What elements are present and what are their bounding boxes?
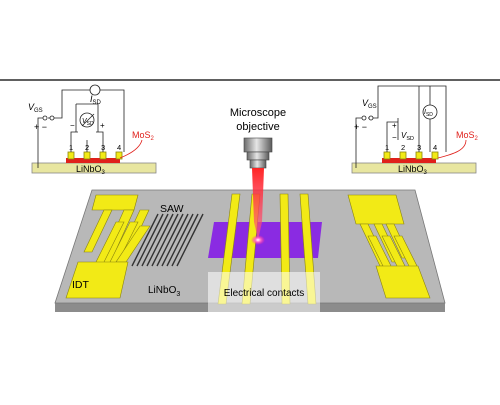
objective-upper-barrel: [243, 137, 273, 153]
right-gate-terminal-a: [361, 115, 367, 121]
saw-line: [156, 213, 184, 267]
saw-line: [166, 213, 194, 267]
objective-middle-barrel: [246, 151, 270, 161]
left-pin-2-label: 2: [85, 143, 89, 152]
saw-line: [176, 213, 204, 267]
left-pin-4-pad: [115, 151, 123, 160]
left-isd-loop: [54, 89, 125, 152]
saw-wavefronts: [131, 213, 204, 267]
left-vsd-meter: [79, 112, 95, 128]
left-pin-4-label: 4: [117, 143, 121, 152]
right-pin-4-pad: [431, 151, 439, 160]
left-vsd-minus: −: [70, 121, 75, 130]
right-gate-terminal-b: [368, 115, 374, 121]
right-pin-3-pad: [415, 151, 423, 160]
saw-line: [136, 213, 164, 267]
saw-label: SAW: [160, 203, 184, 215]
substrate-label: LiNbO3: [148, 285, 180, 298]
right-chip-mos2-flake: [382, 158, 436, 163]
left-mos2-pointer: [119, 139, 143, 159]
right-pin-2-label: 2: [401, 143, 405, 152]
left-vgs-polarity: + −: [34, 122, 47, 132]
left-vsd-plus: +: [100, 121, 105, 130]
left-idt: [65, 194, 151, 299]
idt-right-bottom-pad: [375, 265, 431, 299]
idt-right-top-bus: [347, 194, 405, 225]
electrical-contacts-label: Electrical contacts: [224, 288, 305, 299]
saw-line: [146, 213, 174, 267]
laser-beam: [252, 168, 264, 240]
right-vsd-label: VSD: [401, 131, 414, 142]
left-vgs-label: VGS: [28, 102, 43, 114]
microscope-label-line1: Microscope: [230, 107, 286, 119]
left-circuit-labels: VGS + − ISD − VSD + 1 2 3 4 MoS2 LiNbO3: [28, 94, 155, 176]
right-pin-2-pad: [399, 151, 407, 160]
right-idt: [347, 194, 431, 299]
idt-left-top-bus: [91, 194, 139, 211]
left-chip-mos2-flake: [66, 158, 120, 163]
left-gate-terminal-a: [42, 115, 48, 121]
right-mos2-pointer: [437, 139, 467, 159]
idt-left-bottom-pad: [65, 261, 129, 299]
right-pin-4-label: 4: [433, 143, 437, 152]
right-pin1-wire: [386, 121, 398, 152]
left-vsd-label: VSD: [82, 118, 94, 127]
right-pin-1-pad: [383, 151, 391, 160]
idt-left-finger: [83, 209, 113, 253]
left-isd-ammeter: [89, 84, 101, 96]
objective-lens-tip: [249, 159, 267, 169]
right-circuit-inset: [351, 85, 477, 174]
left-pin-1-label: 1: [69, 143, 73, 152]
left-mos2-label: MoS2: [132, 130, 155, 142]
right-circuit-labels: VGS + − ISD + − VSD 1 2 3 4 MoS2 LiNbO3: [354, 98, 479, 176]
saw-line: [151, 213, 179, 267]
left-gate-terminal-b: [49, 115, 55, 121]
contacts-label-backdrop: [208, 272, 320, 312]
left-pin-3-pad: [99, 151, 107, 160]
left-pin-3-label: 3: [101, 143, 105, 152]
left-gate-wire: [37, 117, 44, 168]
idt-label: IDT: [72, 279, 90, 291]
laser-spot: [251, 235, 265, 245]
microscope-label-line2: objective: [236, 121, 279, 133]
left-circuit-inset: [31, 84, 157, 174]
left-isd-label: ISD: [90, 94, 102, 106]
right-pin-1-label: 1: [385, 143, 389, 152]
right-pin-3-label: 3: [417, 143, 421, 152]
right-mos2-label: MoS2: [456, 130, 479, 142]
saw-line: [171, 213, 199, 267]
right-vgs-polarity: + −: [354, 122, 367, 132]
right-vgs-label: VGS: [362, 98, 377, 110]
left-vsd-meter-arrow: [81, 113, 95, 127]
microscope-objective: [243, 137, 273, 245]
saw-line: [161, 213, 189, 267]
right-vsd-plus: +: [392, 121, 397, 130]
saw-line: [141, 213, 169, 267]
left-pin-2-pad: [83, 151, 91, 160]
right-isd-loop: [374, 85, 447, 152]
right-gate-wire: [355, 117, 362, 168]
right-chip-substrate-label: LiNbO3: [398, 164, 428, 176]
right-vsd-minus: −: [392, 133, 397, 142]
left-chip-substrate-label: LiNbO3: [76, 164, 106, 176]
right-isd-label: ISD: [424, 109, 433, 118]
saw-line: [131, 213, 159, 267]
left-pin-1-pad: [67, 151, 75, 160]
